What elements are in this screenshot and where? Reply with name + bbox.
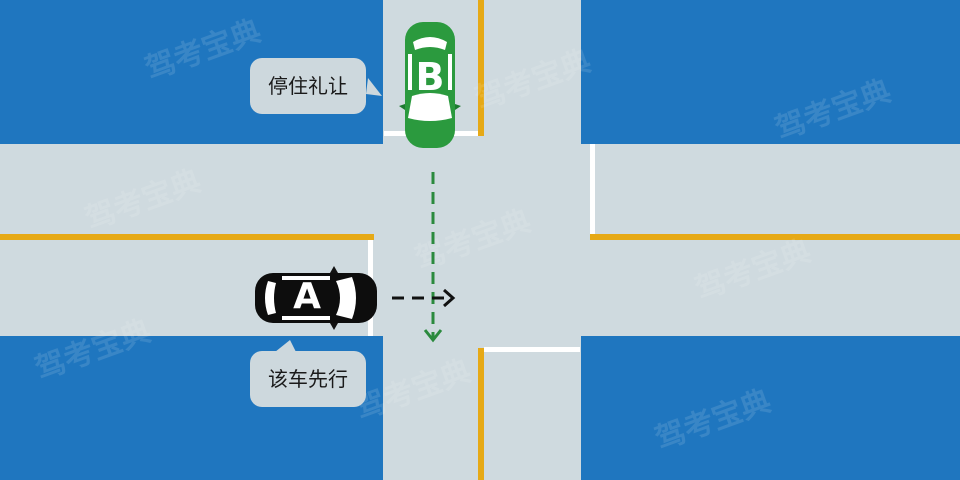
car-a [255, 266, 377, 330]
car-b-rear-window [413, 37, 447, 50]
speech-bubble-b [250, 58, 382, 114]
bubble-b-label: 停住礼让 [268, 74, 348, 98]
stop-line-south [484, 347, 580, 352]
car-a-window-bottom [282, 316, 330, 320]
car-b-mirror-left [399, 104, 405, 110]
stop-line-east [590, 144, 595, 234]
speech-bubble-a [250, 340, 366, 407]
corner-block-top-right [581, 0, 960, 144]
car-b-window-left [408, 54, 412, 90]
car-a-window-top [282, 276, 330, 280]
car-b-letter: B [415, 55, 445, 99]
car-a-rear-window [265, 281, 276, 315]
car-a-mirror-bottom [330, 323, 338, 330]
car-b [399, 22, 461, 148]
car-a-mirror-top [330, 266, 338, 273]
car-a-windshield [336, 277, 356, 319]
center-line-west [0, 234, 374, 240]
bubble-a-label: 该车先行 [268, 367, 348, 391]
center-line-east [590, 234, 960, 240]
corner-block-bottom-right [581, 336, 960, 480]
car-b-window-right [448, 54, 452, 90]
car-b-windshield [408, 93, 452, 121]
car-b-path-arrow [423, 172, 443, 343]
car-b-mirror-right [455, 104, 461, 110]
car-a-letter: A [293, 276, 321, 317]
center-line-south [478, 348, 484, 480]
car-a-path-arrow [392, 288, 456, 308]
center-line-north [478, 0, 484, 136]
